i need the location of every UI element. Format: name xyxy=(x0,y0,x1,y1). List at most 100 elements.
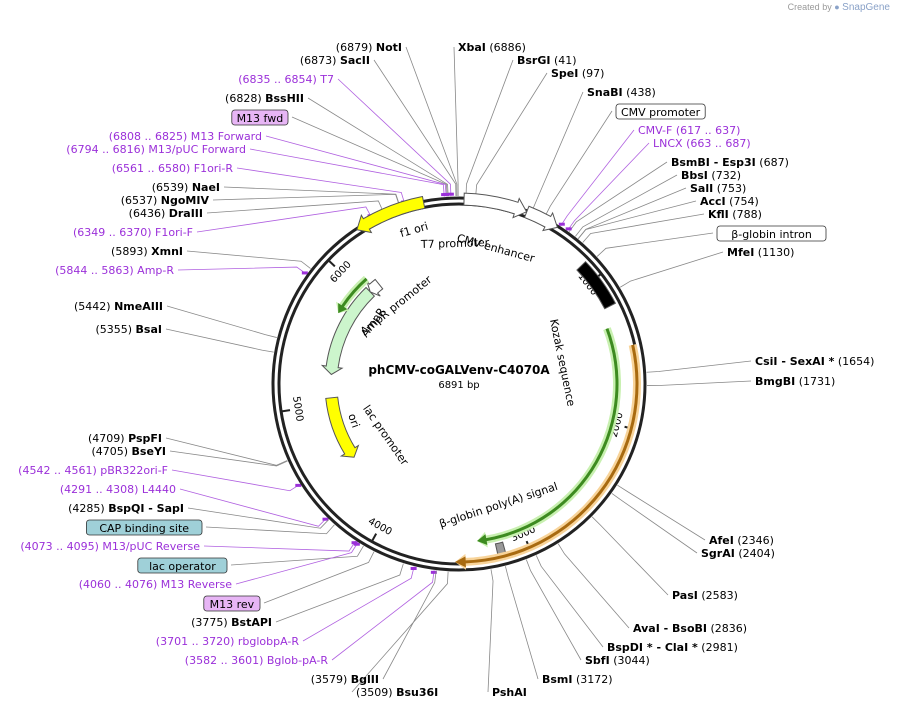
enzyme-site-label[interactable]: (6539) NaeI xyxy=(152,181,220,194)
enzyme-site-label[interactable]: (6436) DraIII xyxy=(129,207,203,220)
tick-mark xyxy=(279,409,291,413)
enzyme-site-label[interactable]: MfeI (1130) xyxy=(727,246,794,259)
enzyme-site-label[interactable]: SpeI (97) xyxy=(551,67,604,80)
cut-position: (6436) xyxy=(129,207,166,220)
enzyme-site-label[interactable]: CsiI - SexAI * (1654) xyxy=(755,355,874,368)
primer-label[interactable]: (6835 .. 6854) T7 xyxy=(238,73,334,86)
enzyme-site-label[interactable]: (5442) NmeAIII xyxy=(74,300,163,313)
primer-label[interactable]: (4291 .. 4308) L4440 xyxy=(60,483,176,496)
cut-position: (732) xyxy=(711,169,741,182)
enzyme-site-label[interactable]: (6537) NgoMIV xyxy=(121,194,210,207)
leader-line xyxy=(235,542,359,585)
leader-line xyxy=(351,571,449,693)
enzyme-site-label[interactable]: BmgBI (1731) xyxy=(755,375,835,388)
credit-prefix: Created by xyxy=(787,2,832,12)
primer-label[interactable]: (4060 .. 4076) M13 Reverse xyxy=(79,578,232,591)
leader-line xyxy=(646,360,752,373)
enzyme-site-label[interactable]: (6873) SacII xyxy=(300,54,370,67)
enzyme-site-label[interactable]: (3579) BglII xyxy=(311,673,379,686)
leader-line xyxy=(619,251,724,288)
orf-arrow[interactable] xyxy=(455,344,639,568)
primer-label[interactable]: (3701 .. 3720) rbglobpA-R xyxy=(156,635,300,648)
primer-label[interactable]: (3582 .. 3601) Bglob-pA-R xyxy=(185,654,329,667)
enzyme-site-label[interactable]: (6879) NotI xyxy=(336,41,402,54)
enzyme-site-label[interactable]: BbsI (732) xyxy=(681,169,741,182)
plasmid-name: phCMV-coGALVenv-C4070A xyxy=(368,363,550,377)
primer-mark xyxy=(322,517,329,521)
enzyme-site-label[interactable]: AccI (754) xyxy=(700,195,759,208)
enzyme-site-label[interactable]: BspDI * - ClaI * (2981) xyxy=(607,641,738,654)
enzyme-site-label[interactable]: BsmI (3172) xyxy=(542,673,613,686)
leader-lines xyxy=(165,46,752,693)
enzyme-site-label[interactable]: (6828) BssHII xyxy=(225,92,304,105)
enzyme-site-label[interactable]: (4705) BseYI xyxy=(91,445,166,458)
enzyme-site-label[interactable]: XbaI (6886) xyxy=(458,41,526,54)
feature-label-box[interactable] xyxy=(615,103,706,120)
enzyme-name: AvaI - BsoBI xyxy=(633,622,707,635)
enzyme-site-label[interactable]: SalI (753) xyxy=(690,182,746,195)
feature-f1-ori[interactable] xyxy=(356,195,426,234)
feature-ori[interactable] xyxy=(325,396,360,458)
inner-feature-label: AmpR promoter xyxy=(358,273,435,338)
feature-cmv-promoter[interactable] xyxy=(523,205,559,232)
feature-label-box[interactable] xyxy=(716,225,827,242)
primer-label[interactable]: CMV-F (617 .. 637) xyxy=(638,124,740,137)
primer-label[interactable]: (6808 .. 6825) M13 Forward xyxy=(109,130,262,143)
enzyme-site-label[interactable]: SnaBI (438) xyxy=(587,86,656,99)
enzyme-site-label[interactable]: BsmBI - Esp3I (687) xyxy=(671,156,789,169)
enzyme-site-label[interactable]: AvaI - BsoBI (2836) xyxy=(633,622,747,635)
primer-label[interactable]: LNCX (663 .. 687) xyxy=(653,137,751,150)
leader-line xyxy=(263,551,375,604)
primer-label[interactable]: (6794 .. 6816) M13/pUC Forward xyxy=(66,143,246,156)
primer-label[interactable]: (4542 .. 4561) pBR322ori-F xyxy=(18,464,168,477)
leader-line xyxy=(531,91,584,211)
enzyme-name: BbsI xyxy=(681,169,708,182)
feature-label: β-globin intron xyxy=(731,228,812,241)
enzyme-site-label[interactable]: (4709) PspFI xyxy=(88,432,162,445)
leader-line xyxy=(249,148,445,197)
enzyme-name: SbfI xyxy=(585,654,610,667)
feature-label-box[interactable] xyxy=(137,557,228,574)
enzyme-name: SalI xyxy=(690,182,713,195)
feature-label: lac operator xyxy=(149,560,216,573)
enzyme-site-label[interactable]: BsrGI (41) xyxy=(517,54,577,67)
leader-line xyxy=(169,450,288,467)
cut-position: (687) xyxy=(759,156,789,169)
leader-line xyxy=(177,266,307,275)
enzyme-name: BspDI * - ClaI * xyxy=(607,641,698,654)
orf-arrow[interactable] xyxy=(338,277,368,314)
enzyme-site-label[interactable]: PshAI xyxy=(492,686,527,699)
enzyme-site-label[interactable]: (5355) BsaI xyxy=(95,323,162,336)
cut-position: (6539) xyxy=(152,181,189,194)
enzyme-site-label[interactable]: SbfI (3044) xyxy=(585,654,650,667)
enzyme-site-label[interactable]: (3775) BstAPI xyxy=(191,616,272,629)
tick-label: 4000 xyxy=(366,516,394,538)
feature-ampr[interactable] xyxy=(320,286,376,376)
cut-position: (4709) xyxy=(88,432,125,445)
enzyme-site-label[interactable]: (4285) BspQI - SapI xyxy=(68,502,184,515)
leader-line xyxy=(186,250,311,269)
primer-mark xyxy=(565,227,572,231)
feature-label-box[interactable] xyxy=(86,519,203,536)
leader-line xyxy=(577,187,687,239)
feature-ampr-promoter[interactable] xyxy=(366,278,384,297)
enzyme-site-label[interactable]: PasI (2583) xyxy=(672,589,738,602)
enzyme-site-label[interactable]: (5893) XmnI xyxy=(111,245,183,258)
feature-kozak-sequence[interactable] xyxy=(576,260,617,310)
primer-label[interactable]: (5844 .. 5863) Amp-R xyxy=(55,264,174,277)
primer-label[interactable]: (4073 .. 4095) M13/pUC Reverse xyxy=(20,540,200,553)
primer-label[interactable]: (6349 .. 6370) F1ori-F xyxy=(73,226,193,239)
enzyme-site-label[interactable]: (3509) Bsu36I xyxy=(356,686,438,699)
cut-position: (6879) xyxy=(336,41,373,54)
feature-label-box[interactable] xyxy=(231,109,289,126)
feature-cmv-enhancer[interactable] xyxy=(463,192,528,219)
cut-position: (754) xyxy=(729,195,759,208)
cut-position: (788) xyxy=(732,208,762,221)
cut-position: (6828) xyxy=(225,92,262,105)
enzyme-site-label[interactable]: AfeI (2346) xyxy=(709,534,774,547)
enzyme-site-label[interactable]: KflI (788) xyxy=(708,208,762,221)
enzyme-site-label[interactable]: SgrAI (2404) xyxy=(701,547,775,560)
feature-label: M13 fwd xyxy=(237,112,284,125)
feature-label-box[interactable] xyxy=(203,595,261,612)
primer-label[interactable]: (6561 .. 6580) F1ori-R xyxy=(112,162,234,175)
